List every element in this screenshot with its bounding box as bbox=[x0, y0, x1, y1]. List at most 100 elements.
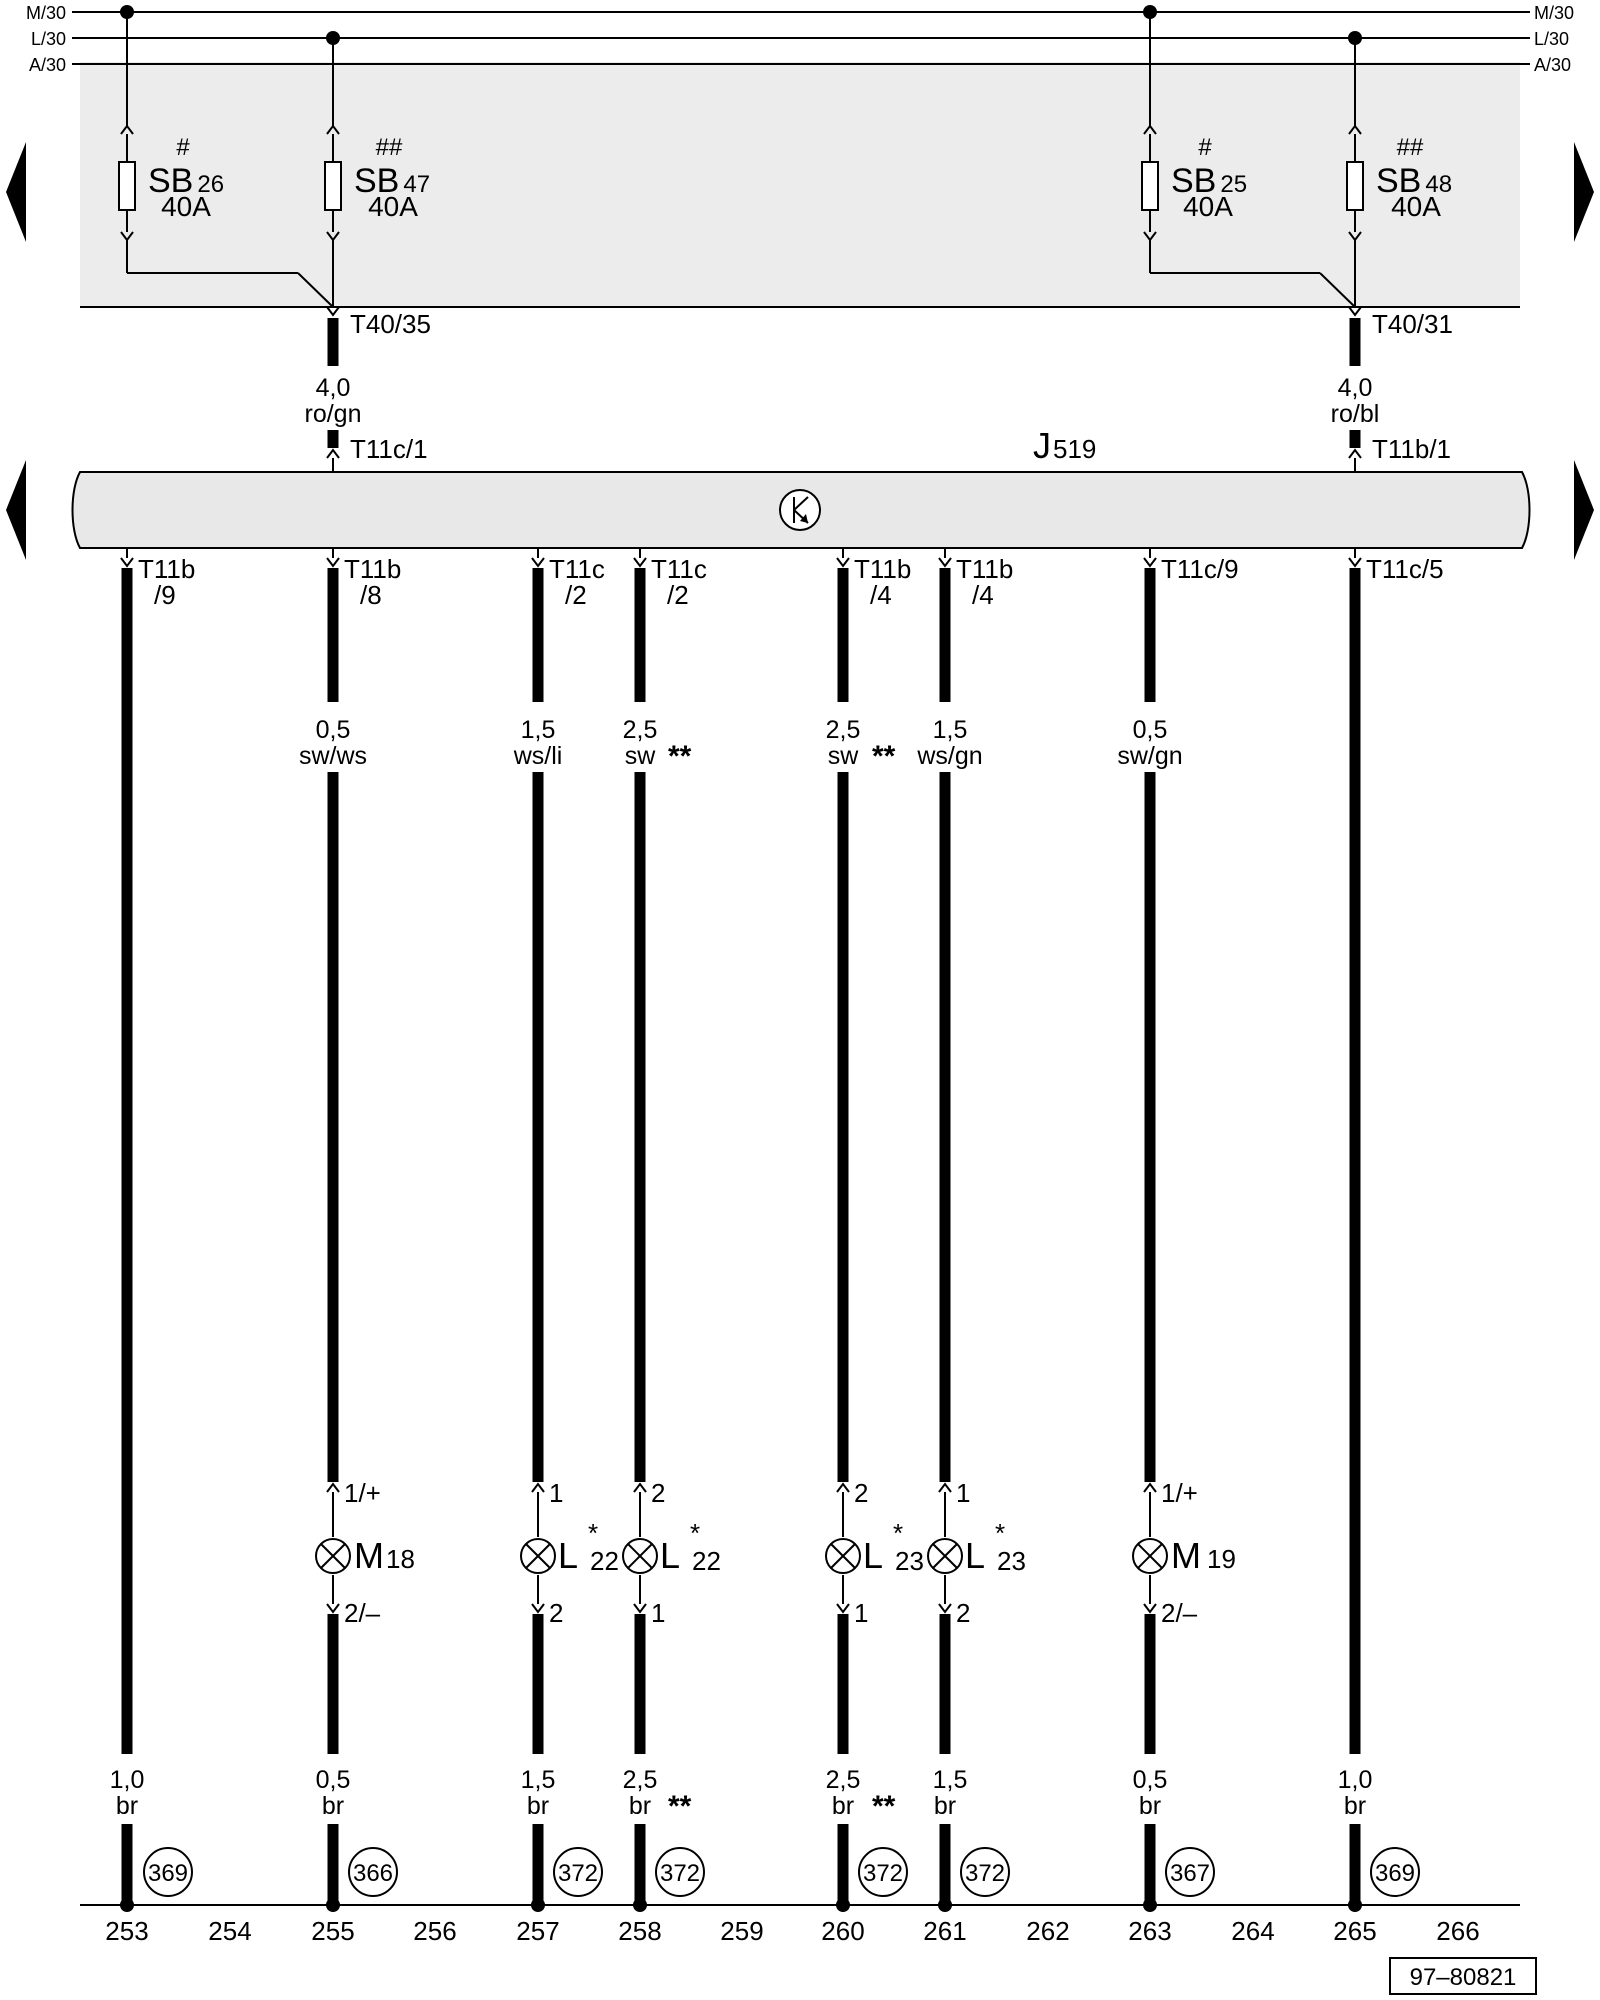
grid-number: 264 bbox=[1231, 1916, 1274, 1946]
wire-gauge: 2,5 bbox=[826, 1766, 861, 1794]
ref-number: 366 bbox=[353, 1860, 393, 1887]
grid-number: 254 bbox=[208, 1916, 251, 1946]
fuse-rating: 40A bbox=[161, 191, 211, 222]
ref-number: 372 bbox=[558, 1860, 598, 1887]
grid-numbers: 253 254 255 256 257 258 259 260 261 262 … bbox=[105, 1916, 1479, 1946]
ref-number: 369 bbox=[1375, 1860, 1415, 1887]
component-pin-in: 1/+ bbox=[1161, 1478, 1198, 1508]
wire-mark: ** bbox=[872, 1790, 896, 1823]
ref-number: 369 bbox=[148, 1860, 188, 1887]
lamp-l23 bbox=[927, 1538, 963, 1574]
wire-gauge: 2,5 bbox=[826, 716, 861, 744]
component-label: L bbox=[558, 1535, 578, 1576]
output-circuit-8: T11c/5 1,0 br 369 bbox=[1338, 548, 1444, 1912]
component-number: 23 bbox=[997, 1546, 1026, 1576]
next-page-arrow-top[interactable] bbox=[1574, 142, 1594, 242]
ref-circle bbox=[858, 1847, 908, 1897]
component-number: 22 bbox=[692, 1546, 721, 1576]
fuse-rating: 40A bbox=[1183, 191, 1233, 222]
wire-gauge: 0,5 bbox=[1133, 716, 1168, 744]
next-page-arrow-mid[interactable] bbox=[1574, 460, 1594, 560]
output-circuit-2: T11b/8 0,5 sw/ws 1/+ M18 2/– 0,5 br 366 bbox=[299, 548, 415, 1912]
ref-circle bbox=[553, 1847, 603, 1897]
feed-wire-right: T40/31 4,0 ro/bl T11b/1 bbox=[1331, 306, 1453, 472]
connector-label: T40/35 bbox=[350, 309, 431, 339]
grid-number: 256 bbox=[413, 1916, 456, 1946]
control-unit-label: J519 bbox=[1033, 425, 1096, 466]
power-rails: M/30 L/30 A/30 M/30 L/30 A/30 bbox=[26, 3, 1574, 75]
grid-number: 257 bbox=[516, 1916, 559, 1946]
wire-color: br bbox=[832, 1792, 854, 1820]
pin-label: T11b/9 bbox=[138, 554, 195, 610]
component-label: L bbox=[660, 1535, 680, 1576]
component-star: * bbox=[995, 1518, 1005, 1548]
wire-gauge: 4,0 bbox=[1338, 374, 1373, 402]
rail-label-left-a30: A/30 bbox=[29, 55, 66, 75]
wire-gauge: 0,5 bbox=[316, 1766, 351, 1794]
fuse-rating: 40A bbox=[1391, 191, 1441, 222]
grid-number: 265 bbox=[1333, 1916, 1376, 1946]
wire-color: br bbox=[527, 1792, 549, 1820]
rail-label-right-l30: L/30 bbox=[1534, 29, 1569, 49]
ref-circle bbox=[960, 1847, 1010, 1897]
pin-label: T11c/1 bbox=[350, 434, 428, 464]
feed-wire-left: T40/35 4,0 ro/gn T11c/1 bbox=[305, 306, 431, 472]
grid-number: 260 bbox=[821, 1916, 864, 1946]
output-circuits: T11b/9 1,0 br 369 T11b/8 0,5 sw/ws 1/+ bbox=[110, 548, 1444, 1912]
output-circuit-5: T11b/4 2,5 sw ** 2 L * 23 1 2,5 br ** bbox=[825, 548, 924, 1912]
component-pin-out: 1 bbox=[651, 1598, 665, 1628]
rail-label-right-a30: A/30 bbox=[1534, 55, 1571, 75]
ref-circle bbox=[348, 1847, 398, 1897]
feed-wires: T40/35 4,0 ro/gn T11c/1 T40/31 4,0 ro/bl… bbox=[305, 306, 1453, 472]
prev-page-arrow-mid[interactable] bbox=[6, 460, 26, 560]
wire-color: sw/ws bbox=[299, 742, 367, 770]
wire-gauge: 4,0 bbox=[316, 374, 351, 402]
diagram-code-text: 97–80821 bbox=[1410, 1964, 1517, 1991]
component-label: L bbox=[965, 1535, 985, 1576]
fuse-mark: # bbox=[176, 134, 190, 161]
grid-number: 263 bbox=[1128, 1916, 1171, 1946]
rail-label-right-m30: M/30 bbox=[1534, 3, 1574, 23]
component-pin-in: 2 bbox=[854, 1478, 868, 1508]
component-star: * bbox=[588, 1518, 598, 1548]
wire-mark: ** bbox=[872, 740, 896, 773]
wire-gauge: 1,0 bbox=[1338, 1766, 1373, 1794]
fuse-mark: ## bbox=[1397, 134, 1424, 161]
wire-color: br bbox=[1139, 1792, 1161, 1820]
ref-number: 372 bbox=[863, 1860, 903, 1887]
pin-label: T11b/4 bbox=[854, 554, 911, 610]
ref-number: 372 bbox=[660, 1860, 700, 1887]
lamp-l22 bbox=[520, 1538, 556, 1574]
motor-m18 bbox=[315, 1538, 351, 1574]
component-pin-out: 1 bbox=[854, 1598, 868, 1628]
fuse-mark: ## bbox=[376, 134, 403, 161]
ref-circle bbox=[143, 1847, 193, 1897]
wire-color: br bbox=[1344, 1792, 1366, 1820]
pin-label: T11c/9 bbox=[1161, 554, 1239, 584]
output-circuit-6: T11b/4 1,5 ws/gn 1 L * 23 2 1,5 br bbox=[916, 548, 1026, 1912]
component-pin-out: 2/– bbox=[1161, 1598, 1198, 1628]
component-pin-in: 1 bbox=[956, 1478, 970, 1508]
wire-color: sw/gn bbox=[1117, 742, 1182, 770]
wire-gauge: 1,5 bbox=[521, 1766, 556, 1794]
ref-number: 372 bbox=[965, 1860, 1005, 1887]
wire-color: sw bbox=[625, 742, 657, 770]
lamp-l22 bbox=[622, 1538, 658, 1574]
connector-label: T40/31 bbox=[1372, 309, 1453, 339]
wire-color: ws/gn bbox=[916, 742, 982, 770]
transistor-icon bbox=[779, 489, 821, 531]
prev-page-arrow-top[interactable] bbox=[6, 142, 26, 242]
wire-color: br bbox=[934, 1792, 956, 1820]
grid-number: 261 bbox=[923, 1916, 966, 1946]
component-number: 22 bbox=[590, 1546, 619, 1576]
